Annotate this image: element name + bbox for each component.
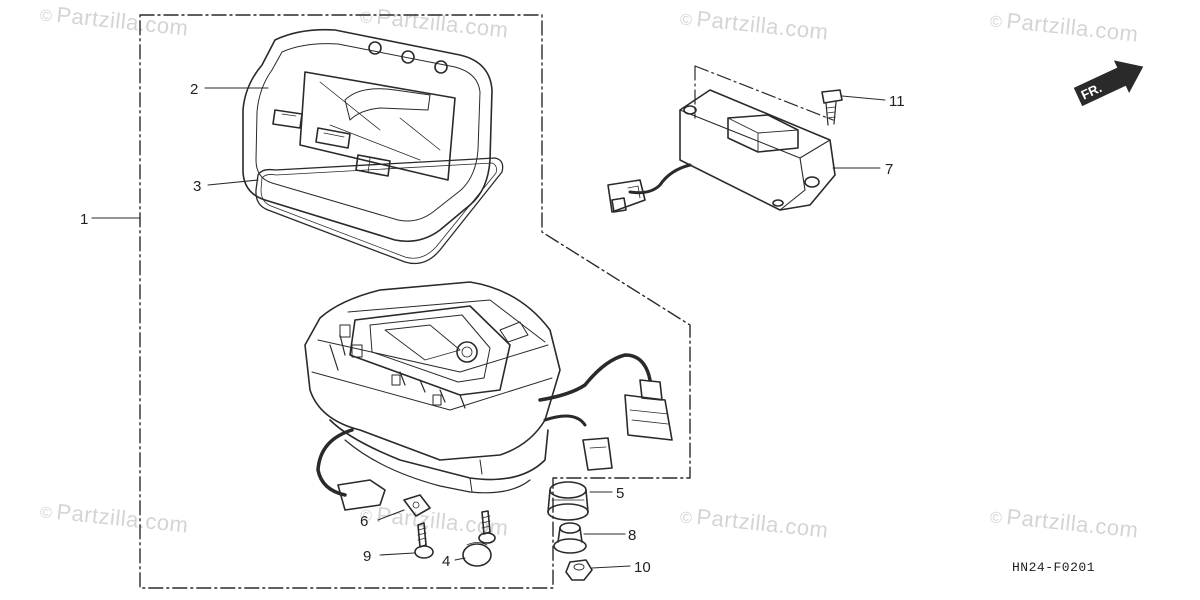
module-boundary — [694, 65, 834, 121]
cap-4 — [462, 542, 492, 567]
callout-11: 11 — [889, 93, 905, 110]
callout-8: 8 — [628, 527, 636, 544]
screw-9 — [414, 522, 434, 559]
cushion-6 — [403, 494, 431, 517]
collar-8 — [553, 522, 587, 554]
callout-10: 10 — [634, 559, 651, 576]
diagram-code: HN24-F0201 — [1012, 560, 1096, 575]
callout-labels: 1 2 3 4 5 6 7 8 9 10 11 — [80, 81, 905, 576]
meter-body — [304, 281, 673, 511]
callout-9: 9 — [363, 548, 371, 565]
grommet-5 — [547, 481, 589, 521]
callout-1: 1 — [80, 211, 88, 228]
callout-4: 4 — [442, 553, 450, 570]
front-direction-arrow: FR. — [1073, 60, 1144, 107]
meter-cover — [242, 28, 493, 243]
callout-7: 7 — [885, 161, 893, 178]
gasket — [255, 157, 504, 265]
control-module — [607, 89, 836, 213]
leader-lines — [91, 87, 886, 569]
assembly-boundary — [139, 14, 691, 589]
screw-11 — [821, 89, 843, 126]
screw-near-4 — [478, 510, 496, 544]
callout-3: 3 — [193, 178, 201, 195]
callout-6: 6 — [360, 513, 368, 530]
callout-5: 5 — [616, 485, 624, 502]
callout-2: 2 — [190, 81, 198, 98]
nut-10 — [565, 559, 593, 581]
